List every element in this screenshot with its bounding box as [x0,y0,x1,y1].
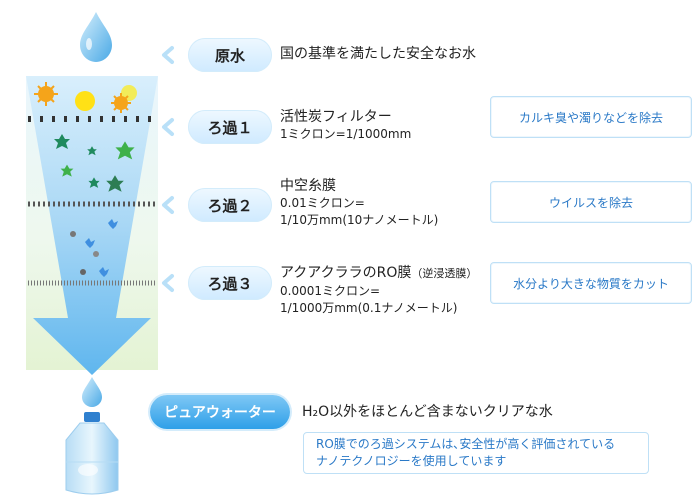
ro-note-line: ナノテクノロジーを使用しています [316,454,507,468]
green-particle-icon [60,141,135,177]
water-bottle-icon [65,412,119,495]
yellow-particle [75,91,95,111]
step-label: 原水 [188,38,272,72]
pure-water-label: ピュアウォーター [150,395,290,429]
step-spec: 0.01ミクロン= [280,196,365,210]
ro-note-line: RO膜でのろ過システムは､安全性が高く評価されている [316,437,616,451]
water-drop-icon [80,12,112,62]
pure-water-description: H₂O以外をほとんど含まないクリアな水 [302,404,553,420]
step-info-filter-3: アクアクララのRO膜（逆浸透膜） 0.0001ミクロン= 1/1000万mm(0… [280,264,477,317]
grey-particle [80,269,86,275]
arrow-left-icon [162,274,174,292]
step-info-raw-water: 国の基準を満たした安全なお水 [280,45,476,63]
step-raw-water: 原水 [160,38,292,72]
step-label: ろ過１ [188,110,272,144]
grey-particle [93,251,99,257]
step-head-paren: （逆浸透膜） [411,267,478,280]
arrow-left-icon [162,118,174,136]
step-info-filter-2: 中空糸膜 0.01ミクロン= 1/10万mm(10ナノメートル) [280,177,438,229]
step-head: 活性炭フィルター [280,109,392,125]
grey-particle [70,231,76,237]
green-particle-icon [106,175,124,192]
sun-particle-icon [34,82,58,106]
arrow-left-icon [162,196,174,214]
effect-box-2: ウイルスを除去 [490,181,692,223]
water-drop-icon [82,377,102,407]
green-particle-icon [54,134,100,188]
step-filter-3: ろ過３ [160,266,292,300]
virus-particle-icon [85,219,118,277]
step-head: 中空糸膜 [280,178,336,194]
step-spec: 1/1000万mm(0.1ナノメートル) [280,301,458,315]
sun-particle-icon [111,93,131,113]
yellow-particle [121,85,137,101]
step-spec: 1/10万mm(10ナノメートル) [280,213,439,227]
step-head: アクアクララのRO膜 [280,265,412,281]
arrow-left-icon [162,46,174,64]
effect-box-1: カルキ臭や濁りなどを除去 [490,96,692,138]
step-filter-1: ろ過１ [160,110,292,144]
step-label: ろ過２ [188,188,272,222]
step-filter-2: ろ過２ [160,188,292,222]
step-head: 国の基準を満たした安全なお水 [280,46,476,62]
step-head-row: アクアクララのRO膜（逆浸透膜） [280,264,477,283]
step-label: ろ過３ [188,266,272,300]
step-spec: 1ミクロン=1/1000mm [280,127,412,141]
effect-box-3: 水分より大きな物質をカット [490,262,692,304]
ro-note-box: RO膜でのろ過システムは､安全性が高く評価されている ナノテクノロジーを使用して… [303,432,649,474]
step-info-filter-1: 活性炭フィルター 1ミクロン=1/1000mm [280,108,411,143]
step-spec: 0.0001ミクロン= [280,284,381,298]
